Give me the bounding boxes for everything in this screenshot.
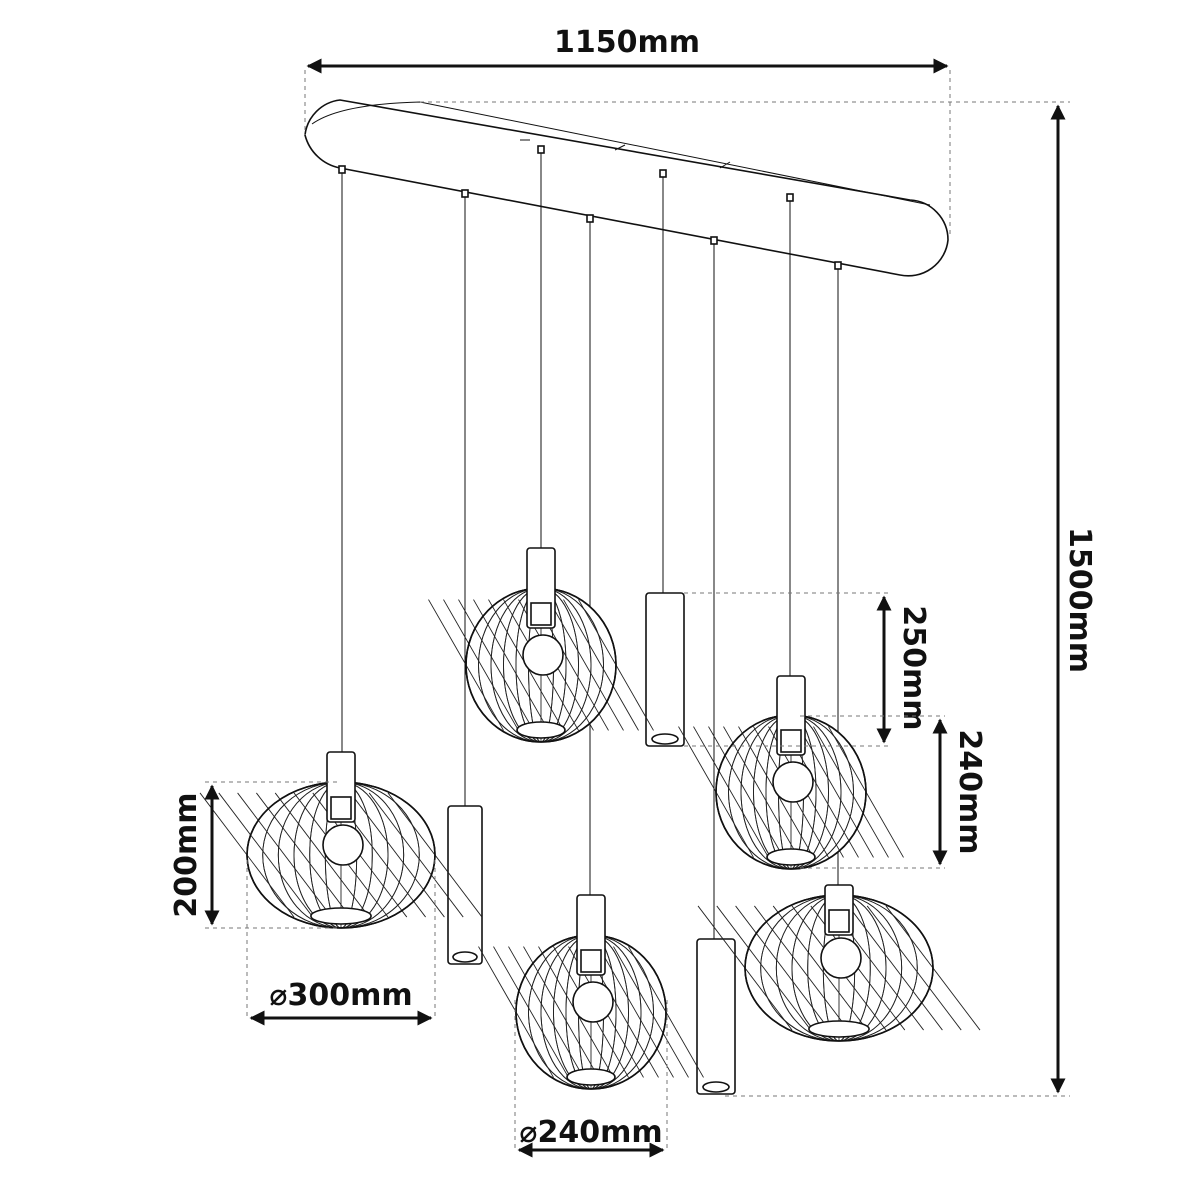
globe-wire-shade-2: [678, 675, 904, 870]
globe-wire-shade-3: [478, 894, 704, 1090]
globe-diameter-label: ⌀240mm: [519, 1115, 662, 1150]
width-label: 1150mm: [554, 25, 700, 60]
flat-wire-shade-1: [199, 751, 483, 929]
wire-shades: [199, 547, 981, 1090]
flat-shade-height-label: 200mm: [169, 792, 204, 917]
flat-shade-diameter-dimension: ⌀300mm: [246, 860, 436, 1026]
globe-height-dimension: 240mm: [800, 715, 987, 869]
globe-height-label: 240mm: [952, 729, 987, 854]
width-dimension: 1150mm: [304, 25, 951, 235]
globe-wire-shade-1: [428, 547, 654, 743]
ceiling-canopy: [304, 99, 949, 277]
cylinder-lamp-2: [645, 592, 685, 747]
flat-wire-shade-2: [697, 884, 981, 1042]
globe-diameter-dimension: ⌀240mm: [514, 1000, 668, 1158]
height-dimension: 1500mm: [420, 101, 1097, 1097]
cylinder-height-label: 250mm: [896, 605, 931, 730]
cylinder-height-dimension: 250mm: [684, 592, 931, 747]
cylinder-lamp-1: [447, 805, 483, 965]
cylinder-lamp-3: [696, 938, 736, 1095]
flat-shade-diameter-label: ⌀300mm: [269, 978, 412, 1013]
suspension-cords: [338, 145, 842, 939]
height-label: 1500mm: [1062, 527, 1097, 673]
flat-shade-height-dimension: 200mm: [169, 781, 340, 929]
